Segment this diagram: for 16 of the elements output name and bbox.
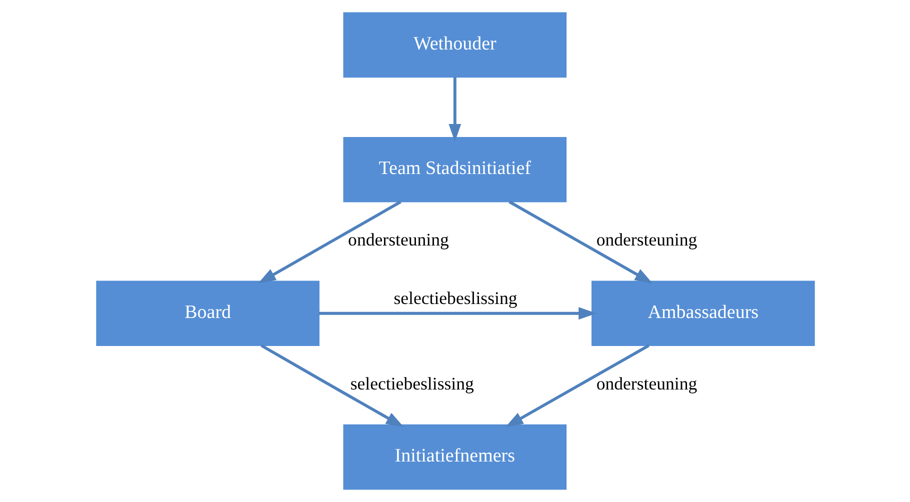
node-box: Board <box>96 280 319 346</box>
edge-label: ondersteuning <box>596 230 697 250</box>
node-box: Wethouder <box>342 12 566 78</box>
arrow <box>448 77 461 142</box>
arrow <box>258 200 401 284</box>
node-box: Initiatiefnemers <box>342 424 566 490</box>
edge-label: ondersteuning <box>348 230 448 250</box>
arrow <box>508 200 652 284</box>
arrow <box>260 344 404 428</box>
node-box: Ambassadeurs <box>591 280 814 346</box>
edge-label: selectiebeslissing <box>350 373 474 394</box>
arrow <box>504 344 649 428</box>
edge-label: ondersteuning <box>596 373 697 394</box>
edge-label: selectiebeslissing <box>393 288 517 308</box>
arrow <box>318 307 596 320</box>
node-box: Team Stadsinitiatief <box>342 136 566 202</box>
